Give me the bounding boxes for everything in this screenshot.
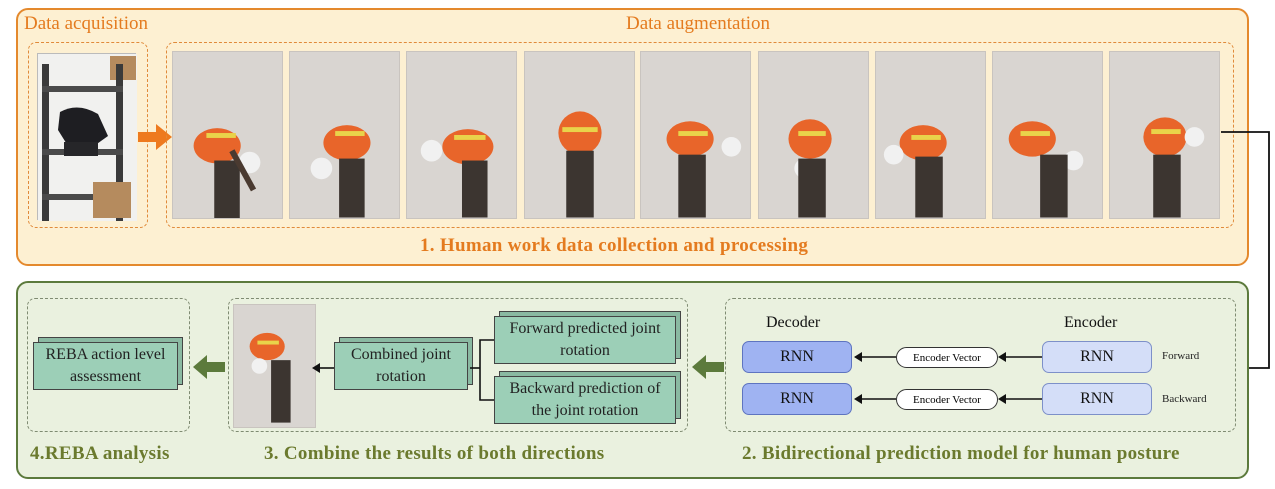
augmented-view-7	[875, 51, 986, 219]
augmented-view-6	[758, 51, 869, 219]
forward-direction-label: Forward	[1162, 350, 1200, 362]
stage1-title: 1. Human work data collection and proces…	[420, 235, 809, 256]
backward-direction-label: Backward	[1162, 393, 1207, 405]
combined-rotation-text: Combined joint rotation	[351, 346, 451, 385]
encoder-vector-forward-text: Encoder Vector	[913, 351, 981, 364]
backward-prediction-text: Backward prediction of the joint rotatio…	[509, 380, 661, 419]
decoder-rnn-forward-text: RNN	[780, 348, 814, 365]
encoder-decoder-arrows	[854, 352, 1042, 404]
encoder-rnn-forward-text: RNN	[1080, 348, 1114, 365]
stage3-title: 3. Combine the results of both direction…	[264, 443, 605, 464]
encoder-rnn-backward: RNN	[1042, 383, 1152, 415]
combine-to-reba-arrow	[193, 355, 225, 379]
augmented-view-4	[524, 51, 635, 219]
combined-rotation-block: Combined joint rotation	[334, 342, 468, 390]
reba-assessment-text: REBA action level assessment	[45, 346, 166, 385]
combined-pose-image	[233, 304, 316, 428]
decoder-rnn-backward: RNN	[742, 383, 852, 415]
encoder-label: Encoder	[1064, 314, 1118, 331]
acquisition-to-augmentation-arrow	[138, 124, 172, 150]
bidirectional-model-group	[725, 298, 1236, 432]
forward-prediction-block: Forward predicted joint rotation	[494, 316, 676, 364]
warehouse-shelf-image	[38, 54, 137, 221]
augmented-view-3	[406, 51, 517, 219]
augmented-view-8	[992, 51, 1103, 219]
augmented-view-9	[1109, 51, 1220, 219]
augmented-view-5	[640, 51, 751, 219]
stage3-connectors	[312, 339, 494, 401]
data-augmentation-group	[166, 42, 1234, 228]
stage4-title: 4.REBA analysis	[30, 443, 170, 464]
decoder-label: Decoder	[766, 314, 821, 331]
data-acquisition-label: Data acquisition	[24, 13, 148, 34]
acquisition-photo	[37, 53, 137, 221]
augmented-view-2	[289, 51, 400, 219]
reba-analysis-group	[27, 298, 190, 432]
decoder-rnn-backward-text: RNN	[780, 390, 814, 407]
reba-assessment-block: REBA action level assessment	[33, 342, 178, 390]
stage2-title: 2. Bidirectional prediction model for hu…	[742, 443, 1180, 464]
encoder-vector-backward: Encoder Vector	[896, 389, 998, 410]
encoder-vector-backward-text: Encoder Vector	[913, 393, 981, 406]
data-augmentation-label: Data augmentation	[626, 13, 771, 34]
encoder-rnn-forward: RNN	[1042, 341, 1152, 373]
combine-results-group	[228, 298, 688, 432]
decoder-rnn-forward: RNN	[742, 341, 852, 373]
encoder-rnn-backward-text: RNN	[1080, 390, 1114, 407]
backward-prediction-block: Backward prediction of the joint rotatio…	[494, 376, 676, 424]
encoder-vector-forward: Encoder Vector	[896, 347, 998, 368]
forward-prediction-text: Forward predicted joint rotation	[509, 320, 661, 359]
model-to-combine-arrow	[692, 355, 724, 379]
augmented-view-1	[172, 51, 283, 219]
